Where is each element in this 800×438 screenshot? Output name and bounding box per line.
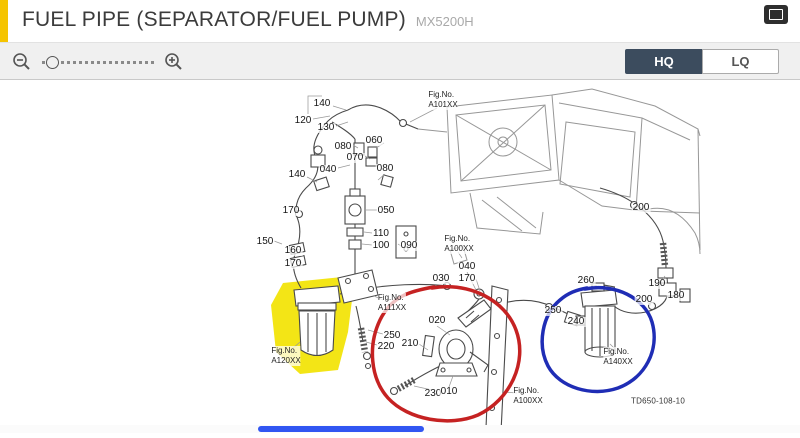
- quality-button-hq[interactable]: HQ: [625, 49, 702, 74]
- page-title: FUEL PIPE (SEPARATOR/FUEL PUMP): [22, 8, 406, 31]
- toolbar: HQ LQ: [0, 42, 800, 80]
- horizontal-scrollbar[interactable]: [0, 425, 800, 433]
- zoom-slider-thumb[interactable]: [46, 56, 59, 69]
- horizontal-scrollbar-thumb[interactable]: [258, 426, 424, 432]
- zoom-slider-track[interactable]: [42, 61, 154, 64]
- blue-annotation-circle: [540, 286, 656, 394]
- window-icon[interactable]: [764, 5, 788, 24]
- quality-toggle: HQ LQ: [625, 49, 779, 74]
- zoom-controls: [12, 43, 184, 81]
- quality-button-lq[interactable]: LQ: [702, 49, 779, 74]
- red-annotation-circle: [370, 285, 522, 423]
- header: FUEL PIPE (SEPARATOR/FUEL PUMP) MX5200H: [0, 0, 800, 42]
- model-code: MX5200H: [415, 14, 474, 29]
- brand-accent-bar: [0, 0, 8, 42]
- zoom-in-icon[interactable]: [164, 52, 184, 72]
- zoom-out-icon[interactable]: [12, 52, 32, 72]
- parts-linework: [288, 104, 691, 433]
- zoom-slider[interactable]: [42, 55, 154, 69]
- tractor-outline: [417, 88, 701, 265]
